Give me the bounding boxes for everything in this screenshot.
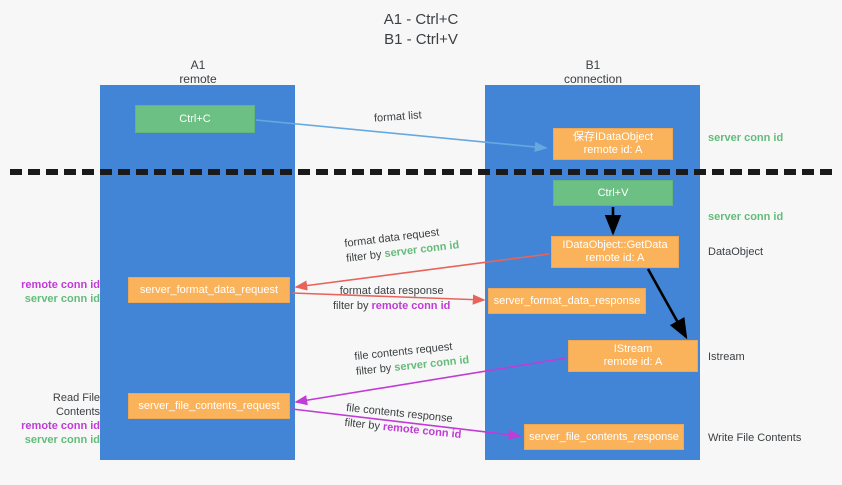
annotation-conn-ids-1: remote conn id server conn id — [8, 278, 100, 306]
node-ctrl-v[interactable]: Ctrl+V — [553, 180, 673, 206]
title-line-1: A1 - Ctrl+C — [383, 11, 459, 28]
column-b1-name: B1 — [585, 58, 601, 72]
node-getdata-label: IDataObject::GetData — [562, 239, 668, 251]
annotation-write-file-contents: Write File Contents — [708, 432, 802, 444]
page-title: A1 - Ctrl+C B1 - Ctrl+V — [0, 10, 842, 50]
node-server-format-data-request-label: server_format_data_request — [139, 283, 279, 296]
arrow-format-list — [255, 119, 548, 153]
node-idataobject[interactable]: 保存IDataObject remote id: A — [553, 128, 673, 160]
column-a1-name: A1 — [190, 58, 206, 72]
arrow-getdata-to-istream — [646, 268, 688, 340]
edge-label-format-data-response-filter: filter by remote conn id — [333, 300, 451, 312]
column-b1-sub: connection — [563, 72, 623, 86]
node-server-file-contents-request[interactable]: server_file_contents_request — [128, 393, 290, 419]
title-line-2: B1 - Ctrl+V — [384, 31, 458, 48]
column-a1-sub: remote — [179, 72, 217, 86]
node-istream-label: IStream — [613, 343, 653, 355]
column-header-a1: A1 remote — [128, 58, 268, 86]
node-server-file-contents-request-label: server_file_contents_request — [138, 399, 280, 412]
arrow-file-contents-request — [294, 357, 567, 406]
node-idataobject-sublabel: remote id: A — [583, 144, 643, 156]
node-server-format-data-response-label: server_format_data_response — [493, 294, 641, 307]
node-ctrl-v-label: Ctrl+V — [597, 186, 629, 199]
edge-label-format-list-text: format list — [373, 109, 423, 125]
node-ctrl-c-label: Ctrl+C — [179, 112, 211, 125]
annotation-conn-ids-2-server: server conn id — [24, 434, 100, 446]
annotation-conn-ids-2: Read File Contents remote conn id server… — [8, 391, 100, 447]
phase-divider — [10, 169, 832, 175]
node-server-format-data-request[interactable]: server_format_data_request — [128, 277, 290, 303]
node-getdata[interactable]: IDataObject::GetData remote id: A — [551, 236, 679, 268]
annotation-conn-ids-1-remote: remote conn id — [21, 279, 100, 291]
arrow-format-data-response — [291, 292, 486, 305]
column-header-b1: B1 connection — [523, 58, 663, 86]
annotation-server-conn-id-1: server conn id — [708, 132, 784, 144]
edge-label-format-data-response-text: format data response — [339, 285, 444, 297]
edge-label-format-data-response: format data response filter by remote co… — [333, 284, 450, 314]
arrow-file-contents-response — [291, 408, 522, 440]
node-server-format-data-response[interactable]: server_format_data_response — [488, 288, 646, 314]
node-server-file-contents-response[interactable]: server_file_contents_response — [524, 424, 684, 450]
node-istream-sublabel: remote id: A — [603, 356, 663, 368]
arrow-format-data-request — [294, 253, 550, 291]
node-idataobject-label: 保存IDataObject — [572, 131, 654, 143]
filter-value-remote-conn-id: remote conn id — [371, 300, 451, 312]
node-istream[interactable]: IStream remote id: A — [568, 340, 698, 372]
annotation-istream: Istream — [708, 351, 745, 363]
annotation-read-file-contents: Read File Contents — [52, 392, 100, 418]
node-getdata-sublabel: remote id: A — [585, 252, 645, 264]
node-ctrl-c[interactable]: Ctrl+C — [135, 105, 255, 133]
node-server-file-contents-response-label: server_file_contents_response — [529, 430, 679, 443]
annotation-conn-ids-2-remote: remote conn id — [21, 420, 100, 432]
annotation-conn-ids-1-server: server conn id — [24, 293, 100, 305]
annotation-dataobject: DataObject — [708, 246, 764, 258]
annotation-server-conn-id-2: server conn id — [708, 211, 784, 223]
